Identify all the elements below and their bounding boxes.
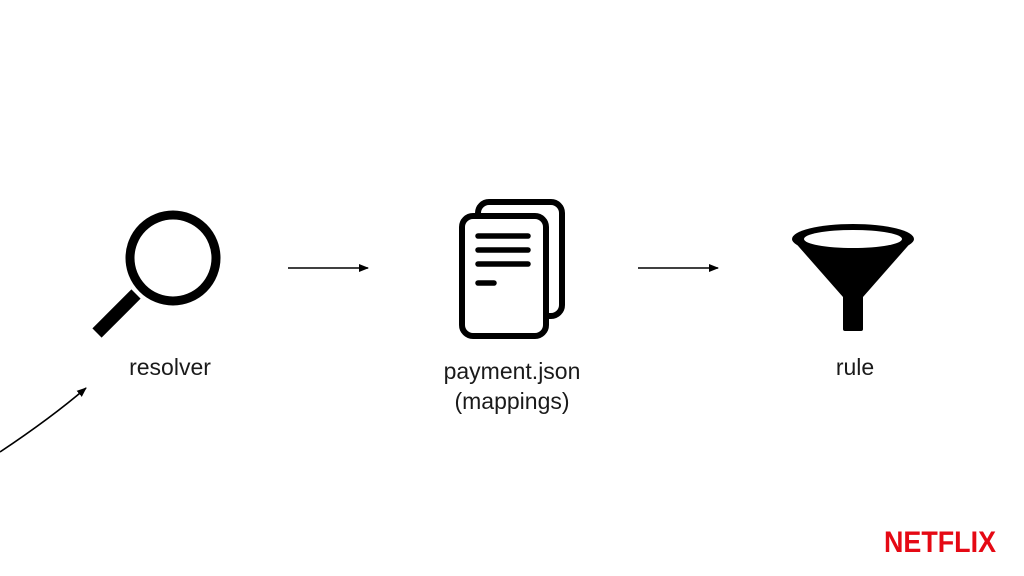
resolver-label: resolver	[129, 354, 211, 380]
documents-icon	[459, 199, 565, 339]
magnifying-glass-icon	[92, 210, 221, 338]
payment-label-line2: (mappings)	[454, 388, 570, 414]
netflix-logo: NETFLIX	[884, 526, 996, 558]
incoming-arrow	[0, 387, 87, 453]
payment-label-line1: payment.json	[443, 358, 581, 384]
rule-label: rule	[835, 354, 875, 380]
funnel-icon	[792, 224, 914, 331]
netflix-logo-text: NETFLIX	[884, 526, 996, 558]
payment-label: payment.json (mappings)	[412, 356, 612, 416]
